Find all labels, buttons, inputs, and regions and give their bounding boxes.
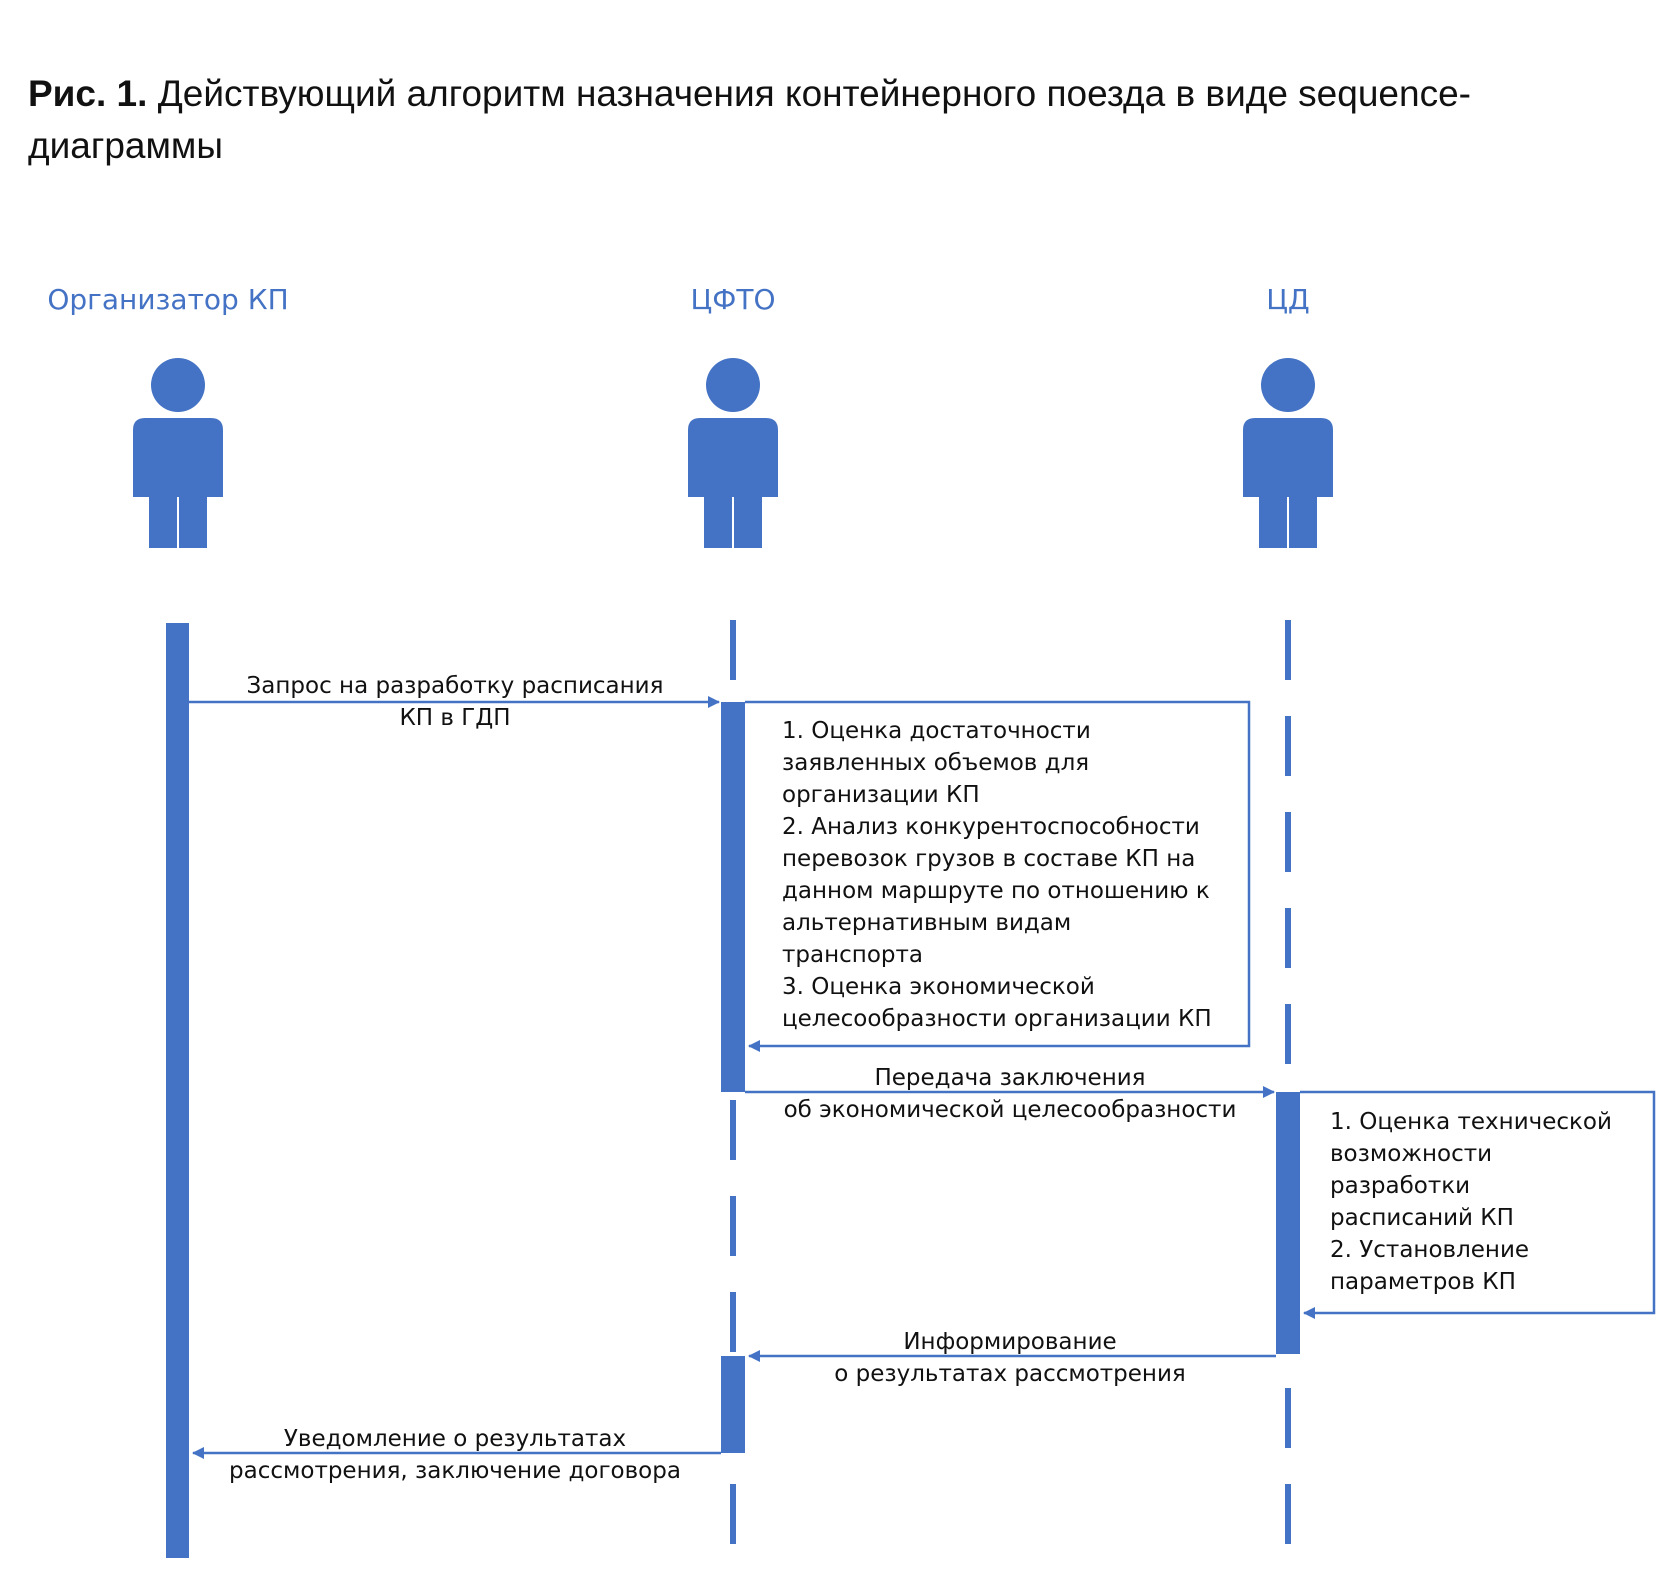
arrow-cd-self: [1300, 1090, 1656, 1319]
actor-name-cd: ЦД: [1266, 283, 1310, 316]
note-cfto-checks: 1. Оценка достаточности заявленных объем…: [782, 718, 1212, 1032]
message-transfer: Передача заключения об экономической цел…: [783, 1065, 1237, 1123]
person-icon: [688, 358, 778, 548]
activation-cd: [1276, 1092, 1300, 1354]
lifeline-organizer: [166, 623, 189, 1558]
caption-prefix: Рис. 1.: [28, 73, 148, 114]
figure-caption: Рис. 1. Действующий алгоритм назначения …: [28, 68, 1588, 172]
actor-name-organizer: Организатор КП: [47, 283, 289, 316]
person-icon: [1243, 358, 1333, 548]
message-inform: Информирование о результатах рассмотрени…: [834, 1329, 1186, 1387]
activation-cfto-1: [721, 702, 745, 1092]
arrow-cfto-self: [745, 700, 1251, 1052]
person-icon: [133, 358, 223, 548]
activation-cfto-2: [721, 1356, 745, 1453]
caption-text: Действующий алгоритм назначения контейне…: [28, 73, 1471, 166]
actor-name-cfto: ЦФТО: [690, 283, 776, 316]
message-request: Запрос на разработку расписания КП в ГДП: [246, 673, 664, 731]
note-cd-checks: 1. Оценка технической возможности разраб…: [1330, 1109, 1612, 1295]
message-notify: Уведомление о результатах рассмотрения, …: [229, 1426, 681, 1484]
